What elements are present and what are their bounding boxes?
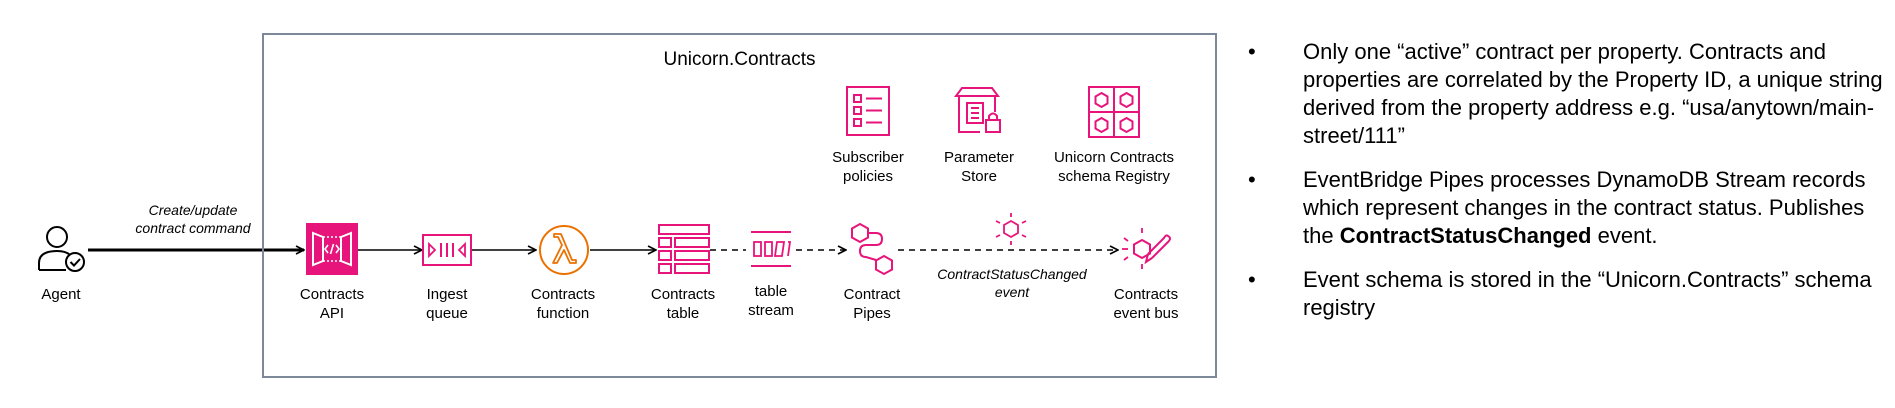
note-item: • EventBridge Pipes processes DynamoDB S… xyxy=(1248,166,1888,250)
table-label: Contracts table xyxy=(650,286,716,322)
event-icon xyxy=(995,213,1027,245)
note-text-end: event. xyxy=(1591,223,1658,248)
note-emphasis: ContractStatusChanged xyxy=(1339,223,1592,248)
pipes-label: Contract Pipes xyxy=(843,286,901,322)
event-label: ContractStatusChanged event xyxy=(937,266,1087,300)
note-item: • Event schema is stored in the “Unicorn… xyxy=(1248,266,1888,322)
parameter-store-icon xyxy=(954,87,1001,133)
note-text: Only one “active” contract per property.… xyxy=(1303,39,1883,148)
dynamodb-table-icon xyxy=(658,224,710,274)
sqs-queue-icon xyxy=(422,234,472,266)
api-label: Contracts API xyxy=(299,286,365,322)
dynamodb-stream-icon xyxy=(751,231,792,267)
unicorn-contracts-boundary: Unicorn.Contracts xyxy=(262,33,1217,378)
eventbridge-pipes-icon xyxy=(851,222,893,276)
note-text: EventBridge Pipes processes DynamoDB Str… xyxy=(1303,167,1866,248)
command-label: Create/update contract command xyxy=(135,202,251,236)
store-label: Parameter Store xyxy=(943,149,1015,185)
bullet: • xyxy=(1248,167,1256,192)
policies-label: Subscriber policies xyxy=(832,149,904,185)
schema-registry-icon xyxy=(1088,86,1140,138)
bullet: • xyxy=(1248,267,1256,292)
lambda-icon xyxy=(539,225,589,275)
function-label: Contracts function xyxy=(530,286,596,322)
note-text: Event schema is stored in the “Unicorn.C… xyxy=(1303,267,1872,320)
bus-label: Contracts event bus xyxy=(1113,286,1179,322)
queue-label: Ingest queue xyxy=(426,286,468,322)
note-item: • Only one “active” contract per propert… xyxy=(1248,38,1888,150)
bullet: • xyxy=(1248,39,1256,64)
api-gateway-icon xyxy=(306,223,358,275)
registry-label: Unicorn Contracts schema Registry xyxy=(1053,149,1175,185)
agent-label: Agent xyxy=(41,286,81,303)
eventbridge-event-bus-icon xyxy=(1122,228,1171,269)
user-check-icon xyxy=(38,226,85,272)
stream-label: table stream xyxy=(748,283,794,319)
boundary-title: Unicorn.Contracts xyxy=(663,49,816,70)
notes-list: • Only one “active” contract per propert… xyxy=(1248,38,1888,338)
policy-list-icon xyxy=(846,86,890,136)
